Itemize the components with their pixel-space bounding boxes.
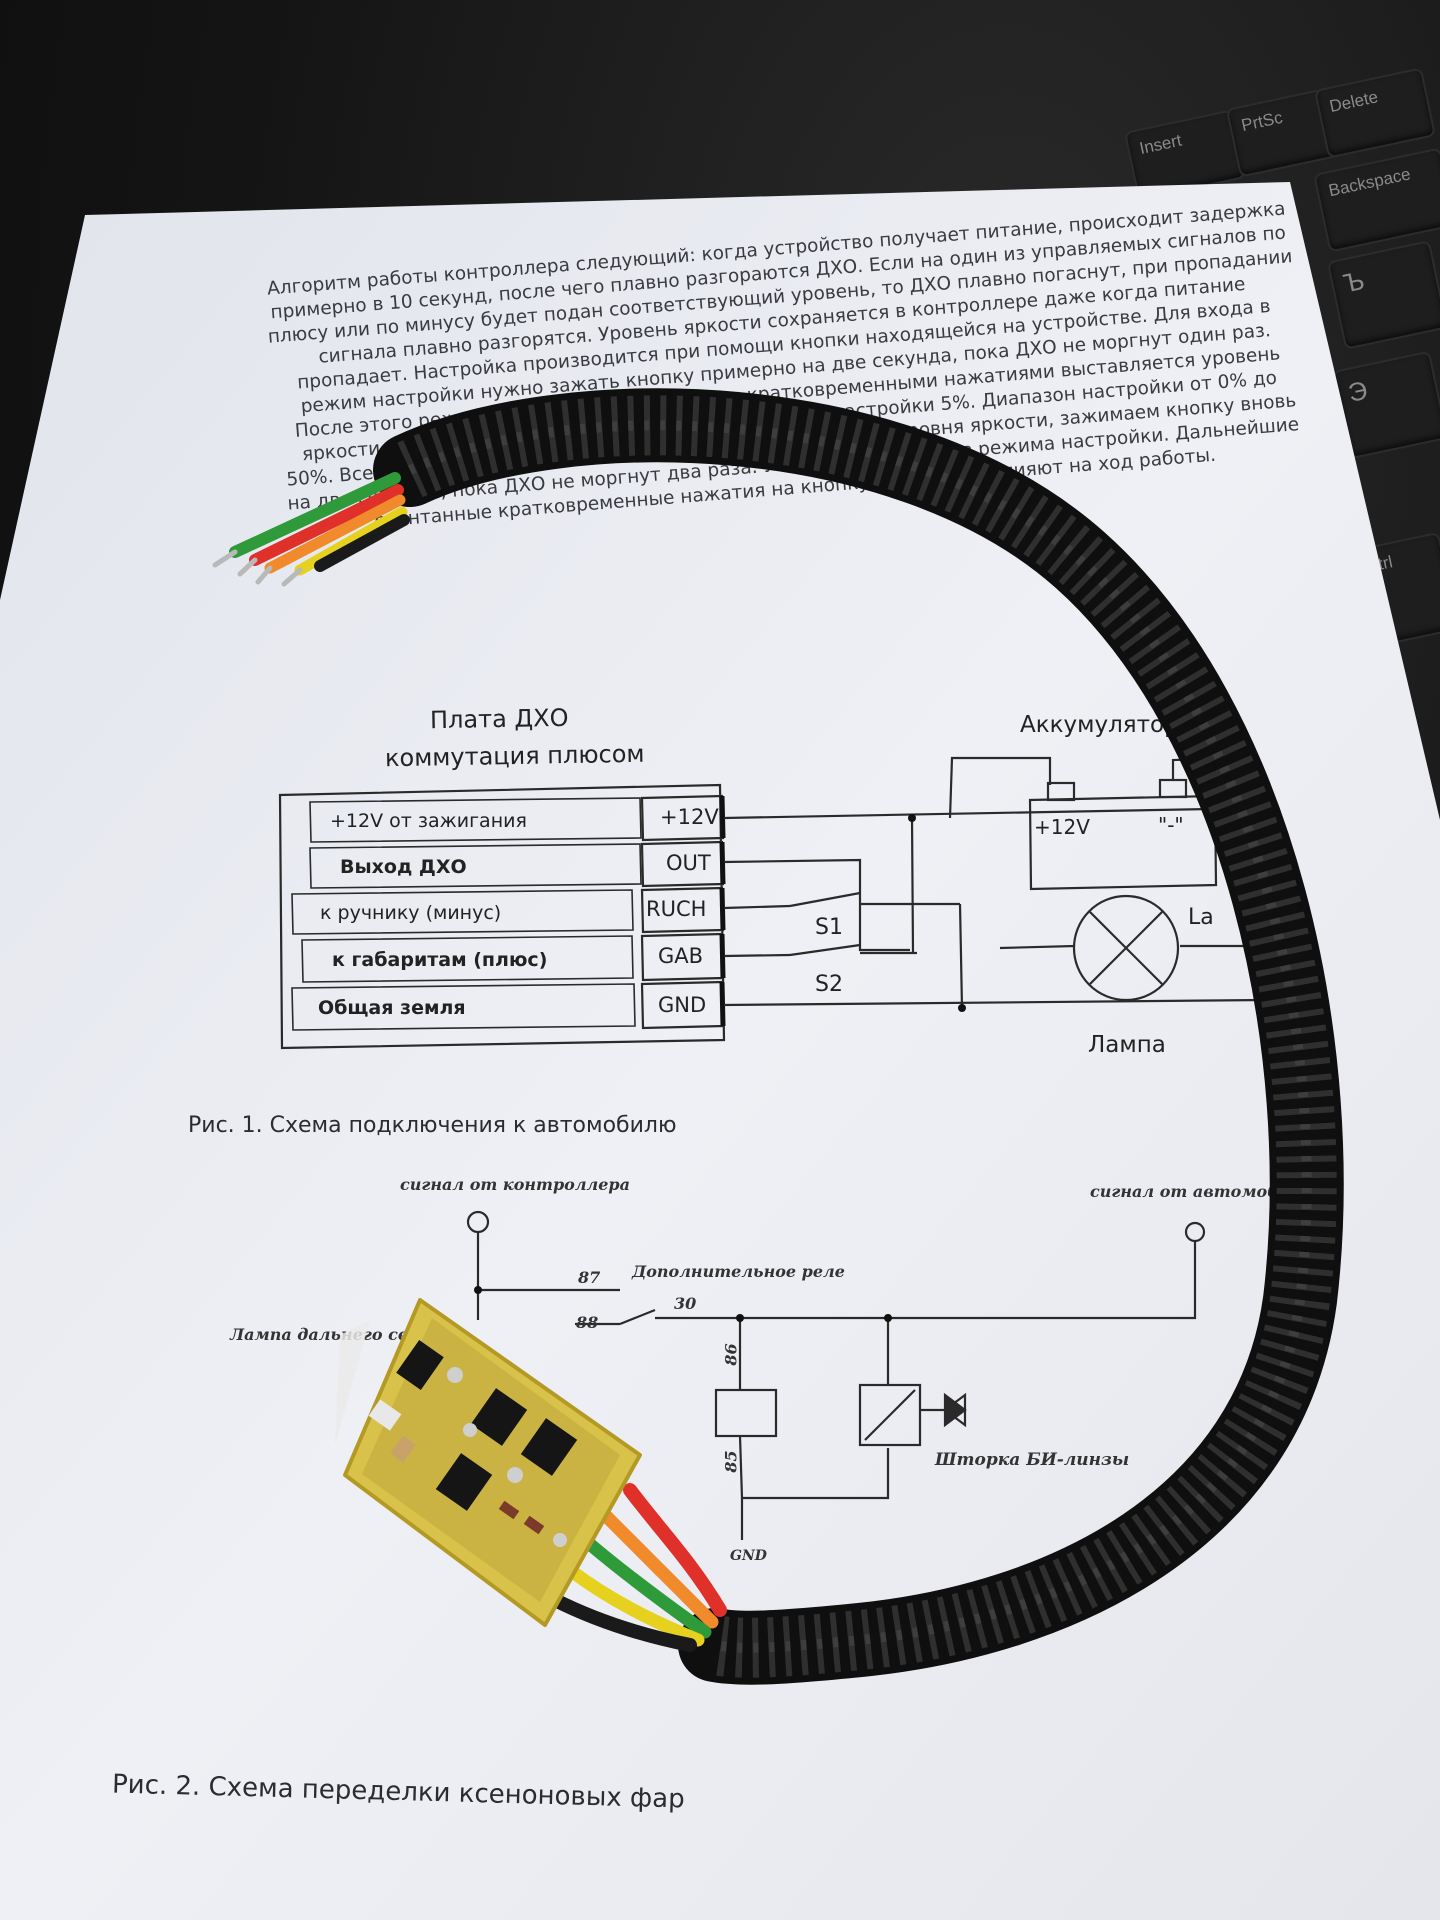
fig1-row-label-handbrake: к ручнику (минус) [320,902,502,924]
bottom-wire-bundle [548,1483,727,1652]
fig2-relay-label: Дополнительное реле [632,1262,845,1281]
fig1-pin-12v: +12V [660,805,719,829]
drl-controller-pcb [335,1298,642,1627]
fig1-battery-minus: "-" [1158,813,1184,837]
fig1-row-label-ignition: +12V от зажигания [330,810,527,832]
fig1-pin-ruch: RUCH [646,897,707,921]
fig2-pin-88: 88 [576,1313,599,1332]
fig1-pin-out: OUT [666,851,711,875]
fig2-signal-controller: сигнал от контроллера [400,1175,630,1194]
top-wire-bundle [229,472,410,576]
fig1-caption: Рис. 1. Схема подключения к автомобилю [188,1113,677,1138]
fig1-row-label-parking: к габаритам (плюс) [332,949,548,971]
fig1-lamp-label: Лампа [1088,1032,1166,1058]
fig1-lamp-tag: La [1188,905,1214,930]
fig2-gnd: GND [730,1548,767,1564]
fig2-pin-87: 87 [578,1268,601,1287]
fig1-battery-label: Аккумулятор [1020,712,1179,738]
fig1-switch-s1: S1 [815,915,843,940]
fig2-pin-30: 30 [674,1294,697,1313]
fig1-pin-gnd: GND [658,993,707,1017]
fig1-row-label-ground: Общая земля [318,997,466,1019]
fig2-shutter-label: Шторка БИ-линзы [935,1450,1130,1470]
fig1-pin-gab: GAB [658,944,704,968]
fig1-row-label-drl-out: Выход ДХО [340,856,467,878]
fig1-battery-plus: +12V [1034,815,1090,839]
fig1-switch-s2: S2 [815,972,843,997]
fig2-lamp-high: Лампа дальнего света [230,1325,446,1344]
fig2-signal-car: сигнал от автомобиля [1090,1182,1315,1201]
